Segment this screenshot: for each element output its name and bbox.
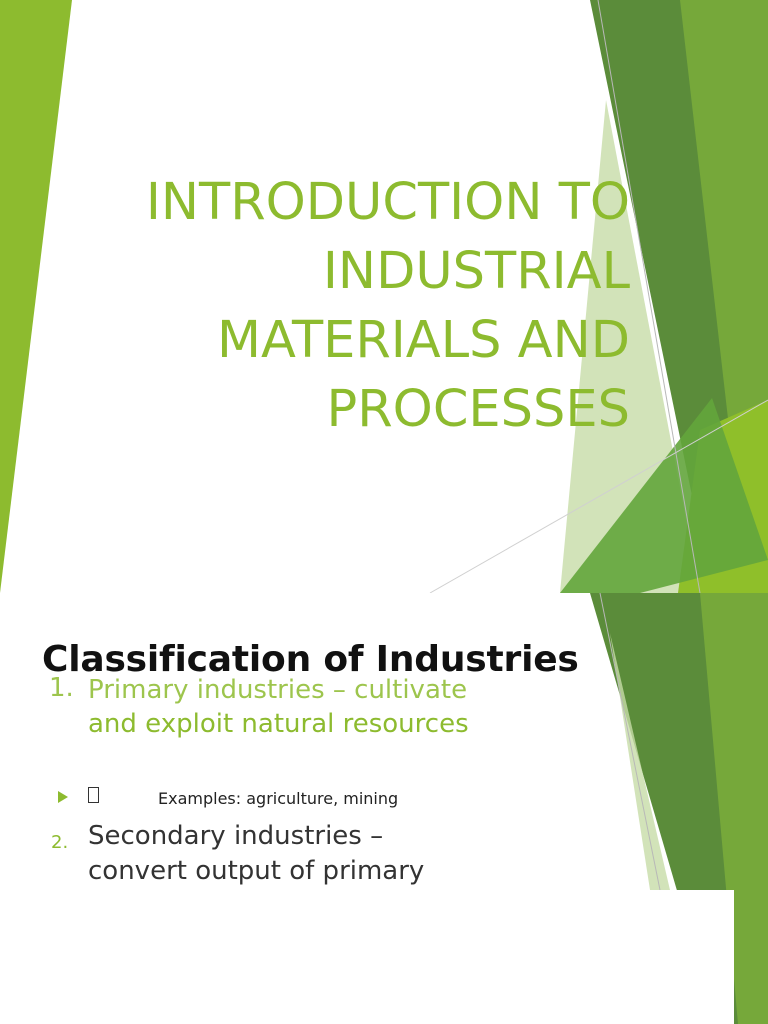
slide-title: INTRODUCTION TO INDUSTRIAL MATERIALS AND… <box>70 168 630 444</box>
slide-title: Classification of Industries <box>42 639 579 680</box>
list-number: 1. <box>49 673 74 703</box>
slide-decoration <box>0 0 768 593</box>
title-line: PROCESSES <box>326 380 630 439</box>
title-line: INTRODUCTION TO <box>145 173 630 232</box>
arrow-bullet-icon <box>58 791 68 803</box>
list-item-line: Primary industries – cultivate <box>88 675 468 705</box>
thin-diagonal-line <box>597 0 701 593</box>
thin-crossing-line <box>429 399 768 593</box>
list-item-line: Secondary industries – <box>88 821 384 851</box>
title-line: MATERIALS AND <box>217 311 630 370</box>
title-line: INDUSTRIAL <box>322 242 630 301</box>
right-mid-green-band <box>700 593 768 1024</box>
bright-green-triangle <box>560 398 768 593</box>
blank-cover-panel <box>0 890 734 1024</box>
missing-glyph-box-icon <box>88 787 99 803</box>
pale-green-shard <box>610 633 670 890</box>
list-item: Secondary industries – convert output of… <box>88 819 424 889</box>
thin-diagonal-line <box>599 593 661 891</box>
left-green-wedge <box>0 0 72 593</box>
list-item: Primary industries – cultivate and explo… <box>88 673 588 741</box>
list-item-line: and exploit natural resources <box>88 709 469 739</box>
list-number: 2. <box>51 832 69 853</box>
list-item-line: convert output of primary <box>88 856 425 886</box>
content-slide: Classification of Industries 1. Primary … <box>0 593 768 1024</box>
sub-bullet-text: Examples: agriculture, mining <box>158 789 399 808</box>
title-slide: INTRODUCTION TO INDUSTRIAL MATERIALS AND… <box>0 0 768 593</box>
